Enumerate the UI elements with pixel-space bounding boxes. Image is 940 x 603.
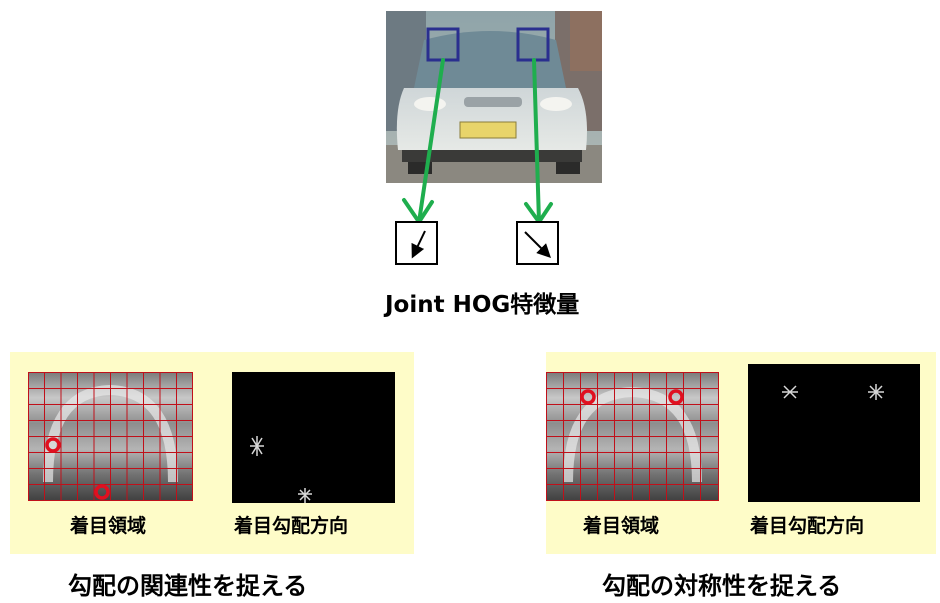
right-region-label: 着目領域 [583,515,660,537]
left-region-label: 着目領域 [70,515,147,537]
feature-title: Joint HOG特徴量 [385,292,580,318]
left-caption: 勾配の関連性を捉える [68,572,308,600]
right-direction-map [748,364,920,502]
left-direction-map [232,372,395,503]
left-direction-label: 着目勾配方向 [234,515,349,537]
right-caption: 勾配の対称性を捉える [602,572,842,600]
direction-box-right [516,221,559,265]
right-region-grid [546,372,719,501]
green-arrow-right [532,58,541,224]
left-region-grid [28,372,193,501]
car-diagram [386,11,602,265]
right-direction-label: 着目勾配方向 [750,515,865,537]
direction-box-left [395,221,438,265]
green-arrow-left [417,58,445,224]
car-photo [386,11,602,183]
